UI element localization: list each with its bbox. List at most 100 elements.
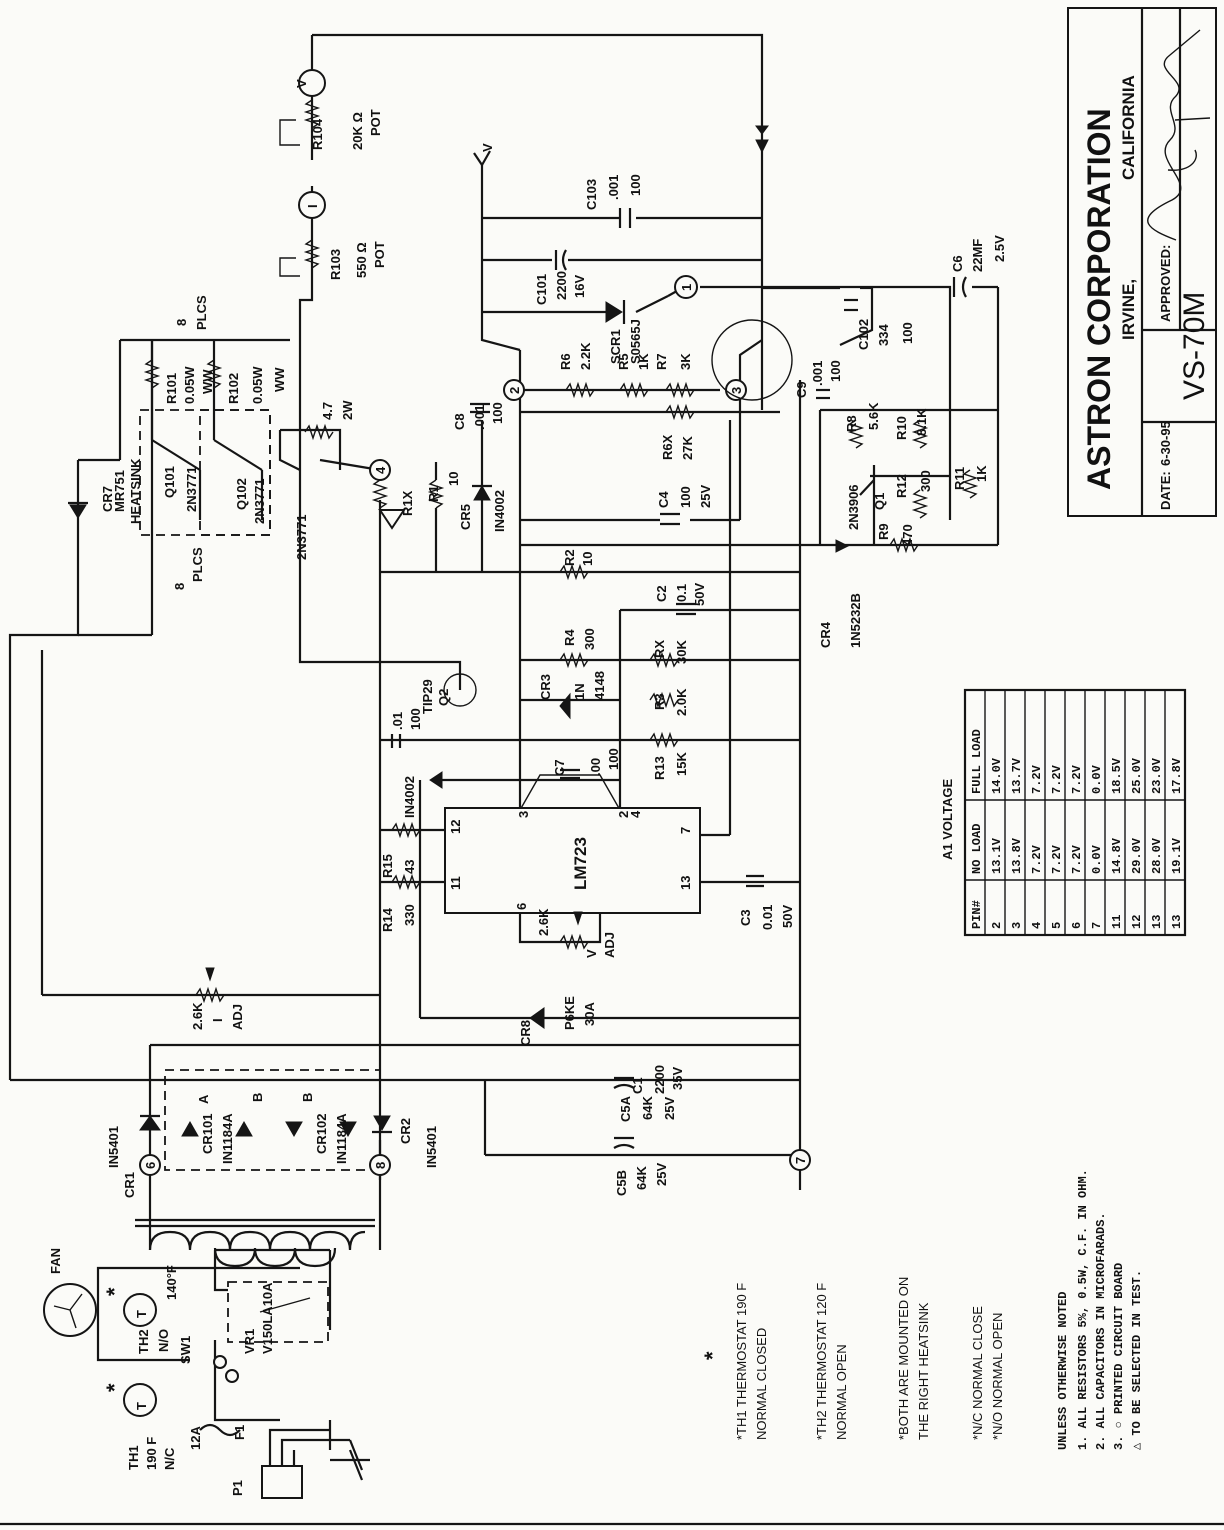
resistor-r1: R1 10 xyxy=(426,462,461,572)
svg-text:11: 11 xyxy=(448,876,463,890)
svg-text:2.6K: 2.6K xyxy=(536,908,551,936)
resistor-rx: RX 30K xyxy=(649,640,689,669)
svg-text:C5A: C5A xyxy=(618,1095,633,1122)
svg-text:TH2: TH2 xyxy=(136,1329,151,1354)
svg-text:43: 43 xyxy=(402,860,417,874)
table-cell: 13.1V xyxy=(990,837,1004,874)
svg-text:R10: R10 xyxy=(894,416,909,440)
svg-text:F1: F1 xyxy=(232,1425,247,1440)
svg-text:R4: R4 xyxy=(562,629,577,646)
model-number: VS-70M xyxy=(1178,292,1211,400)
svg-text:.001: .001 xyxy=(810,361,825,386)
svg-text:PLCS: PLCS xyxy=(194,295,209,330)
svg-text:*: * xyxy=(102,1383,127,1392)
svg-text:CR1: CR1 xyxy=(122,1172,137,1198)
resistor-r15: R15 43 xyxy=(380,821,421,878)
svg-text:550 Ω: 550 Ω xyxy=(354,242,369,278)
resistor-r2: R2 10 xyxy=(559,549,595,581)
svg-text:2N3906: 2N3906 xyxy=(846,484,861,530)
table-cell: 12 xyxy=(1130,915,1144,929)
svg-text:IN5401: IN5401 xyxy=(106,1126,121,1168)
rectifier-bridge: 6 8 IN5401 CR1 CR101 IN1184A A B B CR102… xyxy=(106,1093,439,1198)
svg-text:CR4: CR4 xyxy=(818,621,833,648)
resistor-r6x: R6X 27K xyxy=(660,403,695,460)
svg-text:C6: C6 xyxy=(950,255,965,272)
svg-text:V150LA10A: V150LA10A xyxy=(260,1282,275,1354)
svg-text:R14: R14 xyxy=(380,907,395,932)
svg-text:RX: RX xyxy=(652,640,667,658)
svg-text:IN1184A: IN1184A xyxy=(334,1113,349,1164)
table-cell: 28.0V xyxy=(1150,837,1164,874)
svg-text:LM723: LM723 xyxy=(571,837,590,890)
table-cell: 13 xyxy=(1150,915,1164,929)
svg-text:4.7: 4.7 xyxy=(320,402,335,420)
resistor-r6: R6 2.2K xyxy=(558,342,595,399)
svg-text:R9: R9 xyxy=(876,523,891,540)
svg-text:R12: R12 xyxy=(894,474,909,498)
approved-label: APPROVED: xyxy=(1158,245,1173,322)
svg-text:CR3: CR3 xyxy=(538,674,553,700)
svg-text:1K: 1K xyxy=(974,465,989,482)
svg-text:5.6K: 5.6K xyxy=(866,402,881,430)
svg-text:WW: WW xyxy=(200,369,215,394)
svg-text:PLCS: PLCS xyxy=(190,547,205,582)
svg-text:FAN: FAN xyxy=(48,1248,63,1274)
svg-text:Q2: Q2 xyxy=(436,689,451,706)
scr1: SCR1 S0565J xyxy=(605,300,643,364)
table-cell: 14.8V xyxy=(1110,837,1124,874)
terminal-1: 1 xyxy=(674,275,698,299)
svg-text:S0565J: S0565J xyxy=(628,319,643,364)
svg-text:C101: C101 xyxy=(534,274,549,305)
capacitor-c6: C6 22MF 2.5V xyxy=(950,235,1007,298)
svg-text:P1: P1 xyxy=(230,1480,245,1496)
svg-text:*BOTH ARE MOUNTED ON: *BOTH ARE MOUNTED ON xyxy=(896,1277,911,1440)
svg-text:100: 100 xyxy=(678,486,693,508)
svg-text:R13: R13 xyxy=(652,756,667,780)
svg-text:100: 100 xyxy=(490,402,505,424)
terminal-2: 2 xyxy=(503,379,525,401)
capacitor-c-01: .01 100 xyxy=(390,708,423,748)
svg-text:12: 12 xyxy=(448,820,463,834)
svg-text:*: * xyxy=(700,1351,725,1360)
svg-text:R11: R11 xyxy=(952,467,967,490)
svg-text:R101: R101 xyxy=(164,373,179,404)
table-cell: 17.8V xyxy=(1170,757,1184,794)
date-value: 6-30-95 xyxy=(1158,421,1173,466)
ic-lm723: LM723 12 11 3 2 4 7 13 6 xyxy=(380,807,800,944)
svg-text:50V: 50V xyxy=(780,905,795,928)
svg-text:22MF: 22MF xyxy=(970,239,985,272)
svg-text:100: 100 xyxy=(606,748,621,770)
svg-text:0.1: 0.1 xyxy=(674,584,689,602)
svg-text:2: 2 xyxy=(616,811,631,818)
capacitor-c102: C102 334 100 xyxy=(844,298,915,350)
svg-text:C7: C7 xyxy=(552,759,567,776)
voltage-adj-pot: 2.6K V ADJ xyxy=(536,908,617,958)
capacitor-c2: C2 0.1 50V xyxy=(654,583,707,616)
svg-text:1. ALL RESISTORS 5%, 0.5W, C.F: 1. ALL RESISTORS 5%, 0.5W, C.F. IN OHM. xyxy=(1076,1169,1090,1450)
svg-text:30K: 30K xyxy=(674,640,689,664)
svg-text:T: T xyxy=(134,1310,149,1318)
svg-text:20K Ω: 20K Ω xyxy=(350,112,365,150)
svg-text:4148: 4148 xyxy=(592,671,607,700)
svg-text:NORMAL CLOSED: NORMAL CLOSED xyxy=(754,1328,769,1440)
table-cell: 7.2V xyxy=(1070,844,1084,874)
svg-text:R15: R15 xyxy=(380,854,395,878)
svg-text:4: 4 xyxy=(628,810,643,818)
table-cell: 0.0V xyxy=(1090,764,1104,794)
terminal-7: 7 xyxy=(789,1149,811,1171)
svg-text:R3: R3 xyxy=(652,693,667,710)
heatsink-assembly: R101 0.05W WW R102 0.05W WW 8 PLCS HEATS… xyxy=(68,295,290,590)
current-limit-section: C9 .001 100 R8 5.6K R10 8.1K R12 300 R11… xyxy=(711,319,998,648)
svg-text:NORMAL OPEN: NORMAL OPEN xyxy=(834,1344,849,1440)
svg-text:CR2: CR2 xyxy=(398,1118,413,1144)
table-cell: 13 xyxy=(1170,915,1184,929)
svg-text:27K: 27K xyxy=(680,436,695,460)
table-cell: 7.2V xyxy=(1030,844,1044,874)
svg-text:3: 3 xyxy=(729,387,744,394)
svg-text:8: 8 xyxy=(172,583,187,590)
svg-text:2.5V: 2.5V xyxy=(992,235,1007,262)
table-cell: 29.0V xyxy=(1130,837,1144,874)
svg-text:35V: 35V xyxy=(670,1067,685,1090)
table-cell: 14.0V xyxy=(990,757,1004,794)
svg-text:*TH2 THERMOSTAT 120 F: *TH2 THERMOSTAT 120 F xyxy=(814,1283,829,1440)
